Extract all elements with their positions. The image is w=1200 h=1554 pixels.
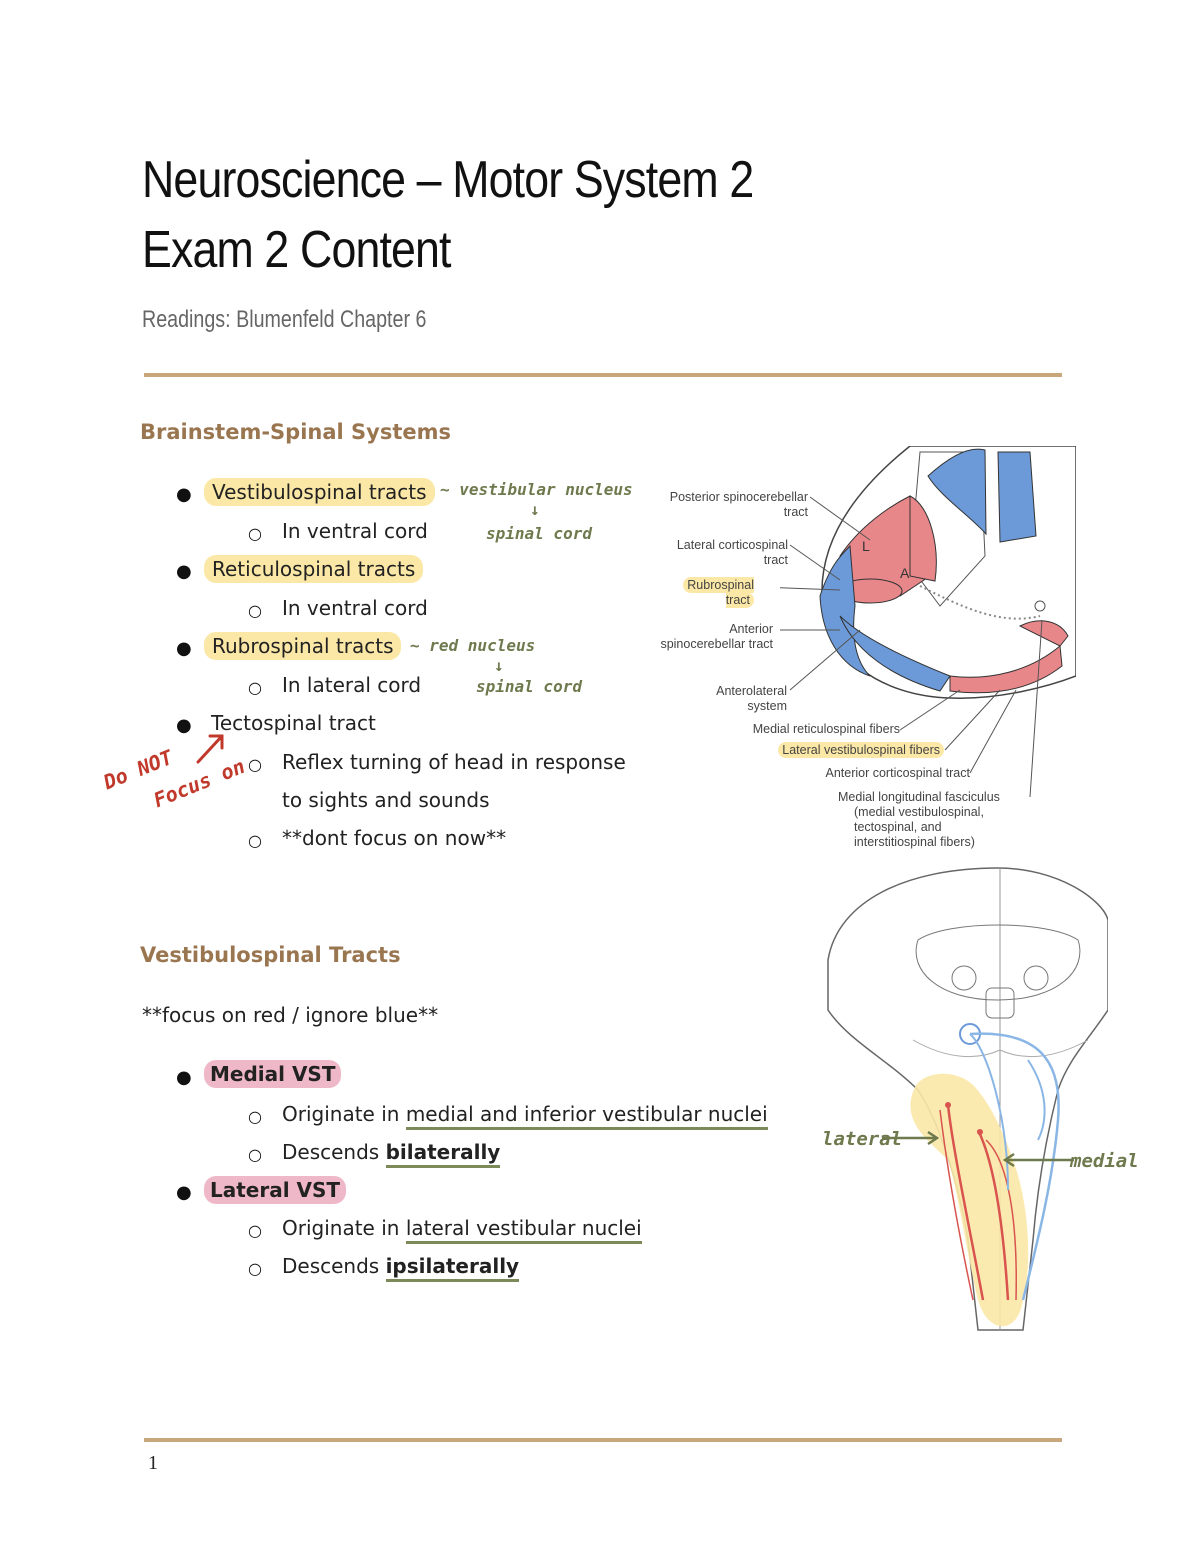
handwritten-note: ~ vestibular nucleus [440,480,633,499]
page-subtitle: Exam 2 Content [142,221,451,279]
list-item-rubrospinal: Rubrospinal tracts [204,632,402,660]
list-item-reticulospinal: Reticulospinal tracts [204,555,424,583]
bullet: ● [176,638,192,659]
sub-item: In ventral cord [282,519,428,543]
sub-item: Originate in lateral vestibular nuclei [282,1216,642,1244]
sub-item: In lateral cord [282,673,422,697]
handwritten-note: ~ red nucleus [410,636,536,655]
label-anterior-corticospinal: Anterior corticospinal tract [825,766,970,780]
highlight-label: Rubrospinal tracts [204,632,402,660]
footer-divider [144,1438,1062,1442]
text: Originate in [282,1216,406,1240]
page-number: 1 [148,1452,158,1474]
sub-bullet: ○ [248,524,262,543]
label-anterior-spinocerebellar: Anterior spinocerebellar tract [660,622,773,651]
list-item-vestibulospinal: Vestibulospinal tracts [204,478,435,506]
list-item-medial-vst: Medial VST [204,1060,342,1088]
spinal-cord-cross-section: L A [819,446,1076,699]
handwritten-note: spinal cord [476,677,582,696]
sub-bullet: ○ [248,1259,262,1278]
sub-bullet: ○ [248,831,262,850]
label-lateral-corticospinal: Lateral corticospinal tract [676,538,788,567]
bullet: ● [176,484,192,505]
bullet: ● [176,1182,192,1203]
underlined-text: lateral vestibular nuclei [405,1216,642,1244]
label-L: L [862,538,870,554]
label-anterolateral: Anterolateral system [716,684,787,713]
highlight-label: Reticulospinal tracts [204,555,424,583]
section-heading-vestibulospinal: Vestibulospinal Tracts [140,943,401,967]
sub-bullet: ○ [248,678,262,697]
text: Descends [282,1140,386,1164]
header-divider [144,373,1062,377]
sub-item: In ventral cord [282,596,428,620]
label-mlf: Medial longitudinal fasciculus [838,790,1000,804]
bullet: ● [176,1067,192,1088]
sub-bullet: ○ [248,1221,262,1240]
sub-bullet: ○ [248,601,262,620]
list-item-lateral-vst: Lateral VST [204,1176,347,1204]
sub-bullet: ○ [248,755,262,774]
page-title: Neuroscience – Motor System 2 [142,151,754,209]
label-medial-reticulospinal: Medial reticulospinal fibers [752,722,900,736]
sub-item: Reflex turning of head in response [282,750,626,774]
sub-item-continued: to sights and sounds [282,788,490,812]
down-arrow-icon: ↓ [494,656,504,675]
highlight-label: Lateral VST [204,1176,347,1204]
label-leader-lines [780,496,1043,798]
handwritten-note: spinal cord [486,524,592,543]
underlined-text: medial and inferior vestibular nuclei [405,1102,768,1130]
highlight-label: Vestibulospinal tracts [204,478,435,506]
label-lateral-vestibulospinal: Lateral vestibulospinal fibers [756,742,944,758]
underlined-text: bilaterally [385,1140,501,1168]
sub-item: Descends bilaterally [282,1140,501,1168]
label-rubrospinal: Rubrospinal tract [668,577,754,608]
down-arrow-icon: ↓ [530,500,540,519]
label-posterior-spinocerebellar: Posterior spinocerebellar tract [669,490,808,519]
handwritten-medial: medial [1070,1150,1139,1172]
text: Descends [282,1254,386,1278]
arrow-right-icon [882,1130,940,1146]
section-heading-brainstem: Brainstem-Spinal Systems [140,420,452,444]
sub-bullet: ○ [248,1145,262,1164]
highlight-label: Medial VST [204,1060,342,1088]
label-A: A [900,565,910,581]
bullet: ● [176,561,192,582]
focus-note: **focus on red / ignore blue** [142,1003,439,1027]
sub-bullet: ○ [248,1107,262,1126]
highlight-label: Rubrospinal tract [683,577,754,608]
underlined-text: ipsilaterally [385,1254,520,1282]
label-mlf-sub: (medial vestibulospinal, tectospinal, an… [854,805,984,849]
sub-item: Descends ipsilaterally [282,1254,520,1282]
readings-note: Readings: Blumenfeld Chapter 6 [142,306,427,333]
highlight-label: Lateral vestibulospinal fibers [778,742,944,758]
red-arrow-icon [196,734,224,764]
list-item-tectospinal: Tectospinal tract [211,711,376,735]
arrow-left-icon [1002,1152,1074,1168]
bullet: ● [176,715,192,736]
brainstem-pathway-diagram [827,867,1108,1331]
text: Originate in [282,1102,406,1126]
sub-item: **dont focus on now** [282,826,507,850]
sub-item: Originate in medial and inferior vestibu… [282,1102,768,1130]
handwritten-lateral: lateral [822,1128,903,1150]
